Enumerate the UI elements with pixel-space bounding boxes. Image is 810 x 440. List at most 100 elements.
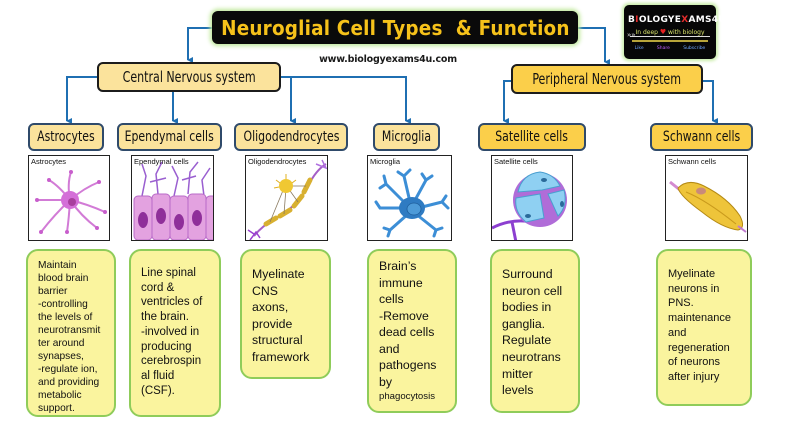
pns-box: Peripheral Nervous system xyxy=(511,64,703,94)
diagram-title-banner: Neuroglial Cell Types & Function xyxy=(212,11,578,44)
logo-like-link: Like xyxy=(634,46,644,51)
description-line: ter around xyxy=(38,338,85,349)
description-line: cord & xyxy=(141,281,175,294)
cell-type-label: Satellite cells xyxy=(495,129,569,145)
logo-subscribe-link: Subscribe xyxy=(683,46,706,51)
cell-type-label: Ependymal cells xyxy=(124,129,215,145)
description-line: immune xyxy=(379,275,423,290)
logo-share-link: Share xyxy=(656,46,670,51)
description-line: pathogens xyxy=(379,358,437,372)
microglia-illustration: Microglia xyxy=(367,155,452,241)
logo-links: Like Share Subscribe xyxy=(628,46,712,51)
description-line: and xyxy=(379,341,400,356)
description-line: neurotrans xyxy=(502,349,561,364)
description-line: cerebrospin xyxy=(141,355,202,368)
description-line: Surround xyxy=(502,267,553,281)
microglia-icon xyxy=(374,168,450,238)
cns-box: Central Nervous system xyxy=(97,62,281,92)
description-line: barrier xyxy=(38,286,68,297)
description-line: al fluid xyxy=(141,369,175,382)
description-line: neuron cell xyxy=(502,283,563,298)
description-line: blood brain xyxy=(38,273,89,284)
logo-tagline-text: In deep xyxy=(635,29,660,36)
logo-name-part: AMS4U xyxy=(688,15,726,25)
description-line: neurotransmit xyxy=(38,325,101,336)
logo-name-accent: I xyxy=(635,15,639,25)
description-line: Regulate xyxy=(502,333,552,348)
description-line: phagocytosis xyxy=(379,391,435,402)
description-line: -controlling xyxy=(38,299,88,310)
description-line: the brain. xyxy=(141,311,189,324)
description-line: (CSF). xyxy=(141,384,175,397)
description-line: support. xyxy=(38,403,75,414)
heart-icon: ♥ xyxy=(659,28,667,36)
astrocytes-description: Maintain blood brain barrier -controllin… xyxy=(26,249,116,417)
description-line: metabolic xyxy=(38,390,82,401)
description-line: Line spinal xyxy=(141,267,196,279)
astrocyte-icon xyxy=(35,170,107,234)
cell-type-label: Astrocytes xyxy=(37,129,95,145)
description-line: and providing xyxy=(38,377,100,388)
cell-type-label: Microglia xyxy=(381,129,432,145)
image-label: Satellite cells xyxy=(494,157,538,166)
arrow-pns-to-schwann xyxy=(703,80,718,124)
logo-url-strip xyxy=(632,40,708,42)
description-line: PNS. xyxy=(668,297,694,310)
description-line: Brain’s xyxy=(379,259,417,273)
description-line: of neurons xyxy=(668,356,720,369)
cell-type-ependymal: Ependymal cells xyxy=(117,123,222,151)
description-line: maintenance xyxy=(668,312,731,325)
cell-type-label: Oligodendrocytes xyxy=(243,129,339,145)
description-line: cells xyxy=(379,292,404,306)
satellite-cells-description: Surround neuron cell bodies in ganglia. … xyxy=(490,249,580,413)
description-line: neurons in xyxy=(668,282,720,295)
description-line: after injury xyxy=(668,370,720,383)
image-label: Ependymal cells xyxy=(134,157,189,166)
arrow-pns-to-satellite xyxy=(503,80,511,124)
astrocyte-illustration: Astrocytes xyxy=(28,155,110,241)
website-url: www.biologyexams4u.com xyxy=(319,54,457,65)
schwann-cells-icon xyxy=(669,180,747,233)
ependymal-icon xyxy=(133,161,213,240)
oligodendrocytes-description: Myelinate CNS axons, provide structural … xyxy=(240,249,331,379)
image-label: Schwann cells xyxy=(668,157,716,166)
logo-tagline: In deep ♥ with biology xyxy=(628,28,712,36)
description-line: regeneration xyxy=(668,341,730,354)
cns-label: Central Nervous system xyxy=(122,68,256,86)
cell-type-microglia: Microglia xyxy=(373,123,440,151)
ependymal-illustration: Ependymal cells xyxy=(131,155,214,241)
logo-name: BIOLOGYEXAMS4U xyxy=(628,15,726,25)
description-line: ganglia. xyxy=(502,316,546,331)
image-label: Microglia xyxy=(370,157,401,166)
arrow-cns-to-astrocytes xyxy=(66,76,97,124)
description-line: provide xyxy=(252,316,293,331)
description-line: -regulate ion, xyxy=(38,364,98,375)
description-line: -Remove xyxy=(379,308,429,323)
ependymal-description: Line spinal cord & ventricles of the bra… xyxy=(129,249,221,417)
description-line: framework xyxy=(252,349,310,364)
logo-tagline-text: with biology xyxy=(666,29,705,36)
logo-name-accent: X xyxy=(681,15,689,25)
arrow-title-to-cns xyxy=(187,27,212,63)
diagram-title: Neuroglial Cell Types & Function xyxy=(220,15,570,40)
logo-arrow-line xyxy=(630,36,710,37)
description-line: and xyxy=(668,326,687,339)
description-line: mitter xyxy=(502,366,533,381)
description-line: synapses, xyxy=(38,351,84,362)
description-line: axons, xyxy=(252,300,289,315)
arrow-cns-to-microglia xyxy=(281,76,411,124)
logo-name-part: OLOGYE xyxy=(638,15,682,25)
logo-name-part: B xyxy=(628,15,636,25)
description-line: Maintain xyxy=(38,260,77,271)
cell-type-astrocytes: Astrocytes xyxy=(28,123,104,151)
schwann-cells-description: Myelinate neurons in PNS. maintenance an… xyxy=(656,249,752,406)
description-line: ventricles of xyxy=(141,296,203,309)
description-line: Myelinate xyxy=(252,267,305,281)
cell-type-satellite: Satellite cells xyxy=(478,123,586,151)
arrow-cns-to-oligodendrocytes xyxy=(281,76,296,124)
description-line: producing xyxy=(141,340,192,353)
description-line: Myelinate xyxy=(668,268,716,280)
oligodendrocyte-illustration: Oligodendrocytes xyxy=(245,155,328,241)
satellite-cells-illustration: Satellite cells xyxy=(491,155,573,241)
